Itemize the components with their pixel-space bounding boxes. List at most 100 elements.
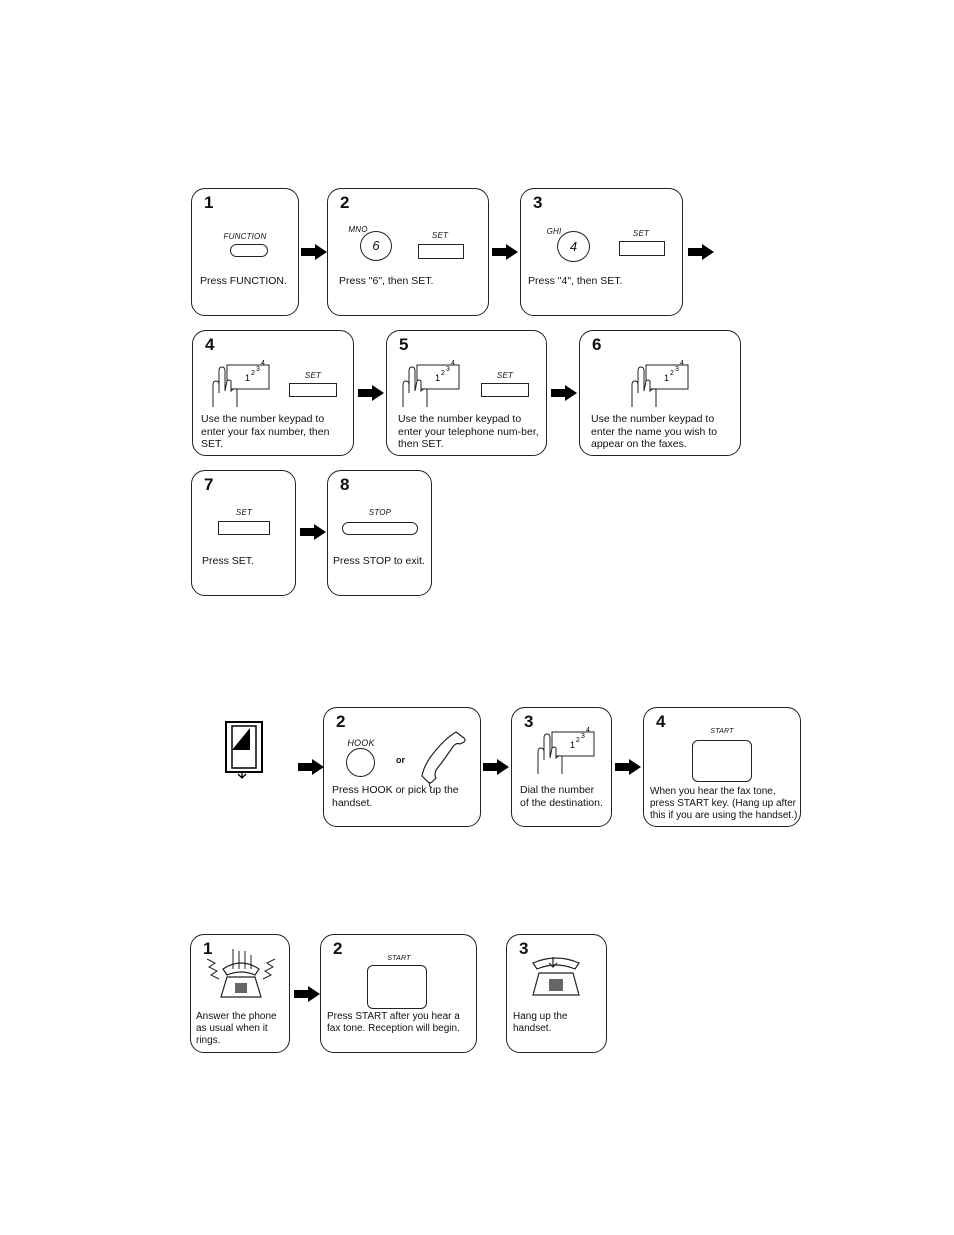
step-number: 2	[340, 193, 350, 212]
hook-key-label: HOOK	[347, 738, 375, 748]
hook-button	[346, 748, 375, 777]
set-key	[418, 244, 464, 259]
section2-step4: 4 START When you hear the fax tone, pres…	[643, 707, 801, 827]
step-number: 2	[336, 712, 346, 731]
step-number: 5	[399, 335, 409, 354]
set-key-label: SET	[431, 231, 449, 240]
step-description: Hang up the handset.	[513, 1011, 568, 1034]
section3-step2: 2 START Press START after you hear a fax…	[320, 934, 477, 1053]
svg-text:3: 3	[675, 366, 679, 373]
section1-step3: 3 GHI 4 SET Press "4", then SET.	[520, 188, 683, 316]
svg-text:2: 2	[251, 370, 255, 377]
step-description: Press SET.	[202, 555, 254, 567]
step-description: Answer the phone as usual when it rings.	[196, 1011, 277, 1046]
start-key	[367, 965, 427, 1009]
arrow-right-icon	[298, 759, 324, 775]
svg-text:1: 1	[570, 740, 575, 750]
stop-key	[342, 522, 418, 535]
ghi-label: GHI	[546, 227, 562, 236]
step-number: 6	[592, 335, 602, 354]
arrow-right-icon	[483, 759, 509, 775]
set-key	[218, 521, 270, 535]
arrow-right-icon	[294, 986, 320, 1002]
svg-text:3: 3	[256, 366, 260, 373]
step-description: Press STOP to exit.	[333, 555, 425, 567]
set-key	[289, 383, 337, 397]
arrow-right-icon	[551, 385, 577, 401]
step-description: When you hear the fax tone, press START …	[650, 786, 798, 821]
svg-text:4: 4	[451, 360, 455, 367]
step-description: Press START after you hear a fax tone. R…	[327, 1011, 460, 1034]
step-description: Use the number keypad to enter your fax …	[201, 413, 330, 450]
section2-step2: 2 HOOK or Press HOOK or pick up the hand…	[323, 707, 481, 827]
arrow-right-icon	[358, 385, 384, 401]
hang-up-phone-icon	[532, 957, 580, 996]
svg-text:4: 4	[261, 360, 265, 367]
section1-step8: 8 STOP Press STOP to exit.	[327, 470, 432, 596]
set-key-label: SET	[235, 508, 253, 517]
step-number: 2	[333, 939, 343, 958]
svg-text:2: 2	[576, 737, 580, 744]
start-key-label: START	[387, 955, 411, 962]
set-key	[481, 383, 529, 397]
step-number: 3	[524, 712, 534, 731]
step-number: 1	[204, 193, 214, 212]
svg-text:1: 1	[245, 373, 250, 383]
ringing-phone-icon	[206, 949, 276, 998]
arrow-right-icon	[492, 244, 518, 260]
step-number: 4	[205, 335, 215, 354]
stop-key-label: STOP	[368, 508, 392, 517]
mno-label: MNO	[348, 225, 368, 234]
step-description: Press FUNCTION.	[200, 275, 287, 287]
set-key-label: SET	[496, 371, 514, 380]
svg-text:3: 3	[446, 366, 450, 373]
step-description: Press HOOK or pick up the handset.	[332, 784, 459, 809]
key-4-button: 4	[557, 231, 590, 262]
section3-step3: 3 Hang up the handset.	[506, 934, 607, 1053]
svg-text:4: 4	[586, 727, 590, 734]
section1-step1: 1 FUNCTION Press FUNCTION.	[191, 188, 299, 316]
step-number: 8	[340, 475, 350, 494]
arrow-right-icon	[615, 759, 641, 775]
set-key-label: SET	[304, 371, 322, 380]
digit-label: 6	[372, 238, 380, 253]
section1-step2: 2 MNO 6 SET Press "6", then SET.	[327, 188, 489, 316]
arrow-right-icon	[301, 244, 327, 260]
set-key-label: SET	[632, 229, 650, 238]
handset-icon	[421, 731, 466, 788]
svg-text:1: 1	[664, 373, 669, 383]
step-description: Dial the number of the destination.	[520, 784, 603, 809]
section1-step7: 7 SET Press SET.	[191, 470, 296, 596]
section3-step1: 1 Answer the phone as usual when it ring…	[190, 934, 290, 1053]
fax-document-icon	[225, 721, 263, 779]
step-description: Use the number keypad to enter your tele…	[398, 413, 539, 450]
step-number: 7	[204, 475, 214, 494]
svg-text:2: 2	[670, 370, 674, 377]
start-key-label: START	[710, 728, 734, 735]
arrow-right-icon	[688, 244, 714, 260]
function-key	[230, 244, 268, 257]
step-number: 4	[656, 712, 666, 731]
step-number: 1	[203, 939, 213, 958]
step-number: 3	[533, 193, 543, 212]
svg-text:1: 1	[435, 373, 440, 383]
step-description: Use the number keypad to enter the name …	[591, 413, 718, 450]
set-key	[619, 241, 665, 256]
or-label: or	[396, 755, 405, 765]
step-description: Press "6", then SET.	[339, 275, 434, 287]
digit-label: 4	[569, 239, 578, 254]
svg-text:3: 3	[581, 733, 585, 740]
key-6-button: 6	[360, 231, 392, 261]
function-key-label: FUNCTION	[223, 232, 267, 241]
step-description: Press "4", then SET.	[528, 275, 623, 287]
start-key	[692, 740, 752, 782]
svg-text:4: 4	[680, 360, 684, 367]
